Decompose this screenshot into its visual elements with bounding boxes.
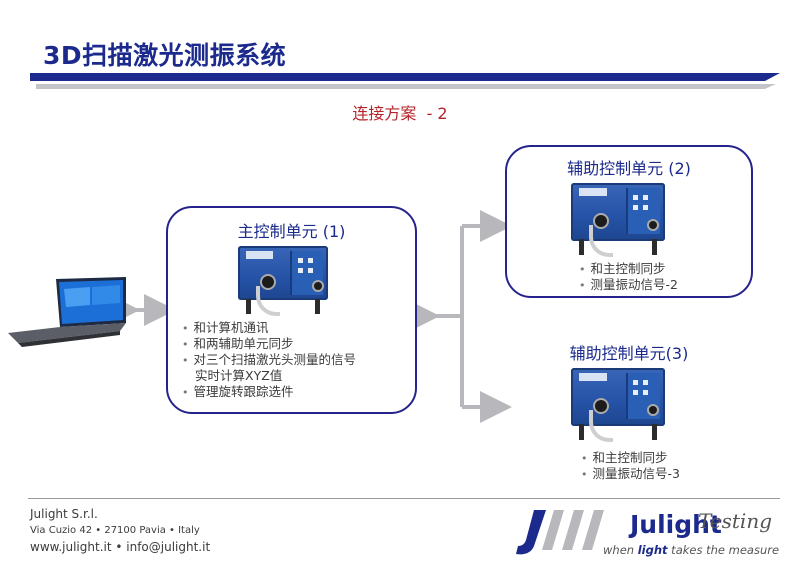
logo-tagline: when light takes the measure [603, 543, 780, 557]
title-underline-shadow [36, 84, 776, 89]
aux-control-unit-3: 辅助控制单元(3) •和主控制同步 •测量振动信号-3 [505, 340, 753, 490]
footer-contacts: www.julight.it • info@julight.it [30, 540, 211, 554]
main-bullet: 管理旋转跟踪选件 [193, 384, 294, 399]
main-bullet-continued: 实时计算XYZ值 [195, 368, 283, 383]
main-bullet: 和两辅助单元同步 [193, 336, 294, 351]
main-control-unit-box: 主控制单元 (1) •和计算机通讯 •和两辅助单元同步 •对三个扫描激光头测量的… [166, 206, 417, 414]
control-unit-device-icon [571, 368, 665, 442]
footer-company: Julight S.r.l. [30, 507, 98, 521]
control-unit-device-icon [571, 183, 665, 257]
footer-address: Via Cuzio 42 • 27100 Pavia • Italy [30, 525, 200, 536]
page-title: 3D扫描激光测振系统 [43, 41, 287, 70]
aux-control-unit-2-box: 辅助控制单元 (2) •和主控制同步 •测量振动信号-2 [505, 145, 753, 298]
main-bullet: 对三个扫描激光头测量的信号 [193, 352, 357, 367]
aux2-bullet: 测量振动信号-2 [590, 277, 678, 292]
aux3-bullet: 测量振动信号-3 [592, 466, 680, 481]
control-unit-device-icon [238, 246, 328, 316]
aux2-bullet: 和主控制同步 [590, 261, 666, 276]
aux-control-unit-3-title: 辅助控制单元(3) [569, 344, 689, 363]
title-underline-bar [30, 73, 780, 81]
main-bullet: 和计算机通讯 [193, 320, 269, 335]
testing-watermark: Testing [698, 509, 773, 533]
main-aux-arrow [408, 210, 512, 423]
julight-logo-text: Julight [630, 510, 722, 539]
main-control-unit-title: 主控制单元 (1) [237, 222, 346, 241]
aux3-bullet: 和主控制同步 [592, 450, 668, 465]
julight-logo-mark-icon [516, 510, 604, 555]
laptop-icon [8, 277, 126, 347]
footer-divider [28, 498, 780, 499]
diagram-subtitle: 连接方案 - 2 [352, 104, 448, 123]
aux-control-unit-2-title: 辅助控制单元 (2) [567, 159, 691, 178]
